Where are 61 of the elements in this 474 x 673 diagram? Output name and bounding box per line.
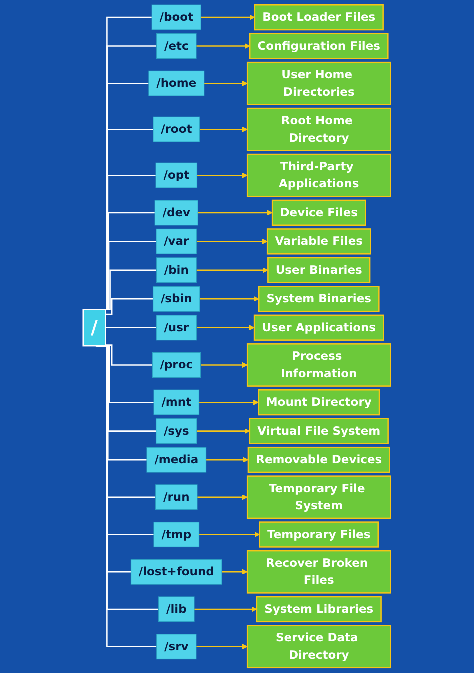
node-box: /opt <box>156 162 198 188</box>
node-box: /proc <box>152 352 202 378</box>
arrow <box>197 428 250 434</box>
node-box: Boot Loader Files <box>254 4 384 31</box>
arrow <box>194 606 258 612</box>
node-box: Third-Party Applications <box>246 154 392 198</box>
node-box: /var <box>156 228 198 254</box>
node-box: /srv <box>156 634 197 660</box>
node-box: /run <box>156 484 198 510</box>
node-box: /etc <box>156 34 197 60</box>
node-box: Configuration Files <box>249 33 389 60</box>
node-box: /lost+found <box>130 559 222 585</box>
node-box: Device Files <box>272 200 366 226</box>
node-box: System Binaries <box>258 286 380 312</box>
node-box: Service Data Directory <box>246 625 392 669</box>
node-box: Mount Directory <box>258 390 380 416</box>
arrow <box>200 126 248 132</box>
arrow <box>197 172 248 178</box>
node-box: /home <box>148 70 205 96</box>
node-box: /usr <box>156 315 198 341</box>
node-box: Root Home Directory <box>246 108 392 152</box>
node-box: /sbin <box>152 286 200 312</box>
arrow <box>200 362 248 368</box>
node-box: /sys <box>156 418 198 444</box>
arrow <box>200 296 260 302</box>
arrow <box>199 400 259 406</box>
node-box: Removable Devices <box>248 446 390 474</box>
node-box: / <box>82 309 106 347</box>
node-box: /lib <box>158 596 195 622</box>
arrow <box>196 238 268 244</box>
node-box: /bin <box>156 258 197 284</box>
node-box: /dev <box>154 200 198 226</box>
connector <box>106 298 154 316</box>
arrow <box>196 325 255 331</box>
arrow <box>222 569 248 575</box>
node-box: Variable Files <box>266 228 372 255</box>
node-box: Temporary File System <box>246 476 392 520</box>
arrow <box>204 80 248 86</box>
node-box: System Libraries <box>256 596 382 623</box>
arrow <box>201 14 256 20</box>
node-box: Temporary Files <box>259 522 379 548</box>
node-box: User Applications <box>254 314 384 341</box>
node-box: User Binaries <box>268 257 371 284</box>
arrow <box>198 210 273 216</box>
node-box: Process Information <box>246 344 392 387</box>
node-box: /tmp <box>154 522 200 548</box>
arrow <box>196 644 248 650</box>
node-box: User Home Directories <box>246 62 392 106</box>
node-box: /boot <box>152 4 202 30</box>
node-box: Virtual File System <box>249 418 389 444</box>
connector <box>106 344 153 366</box>
node-box: /root <box>153 116 200 142</box>
arrow <box>199 532 260 538</box>
node-box: /mnt <box>154 390 200 416</box>
node-box: Recover Broken Files <box>246 550 392 594</box>
arrow <box>197 494 248 500</box>
arrow <box>196 43 250 50</box>
connector <box>106 327 157 329</box>
node-box: /media <box>146 447 207 473</box>
arrow <box>196 268 268 274</box>
arrow <box>206 457 249 463</box>
